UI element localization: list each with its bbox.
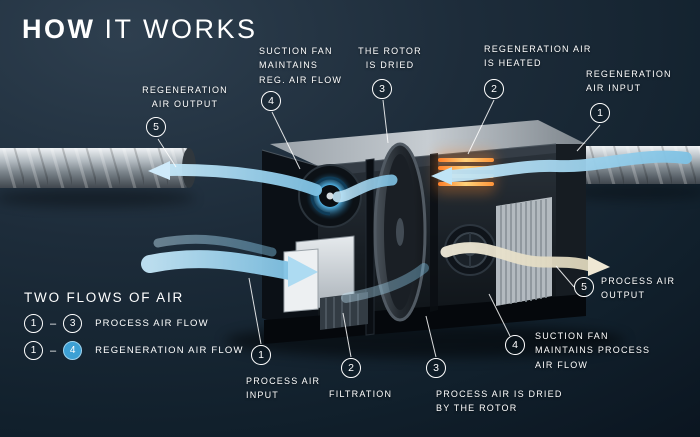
regen-flow-arrows: [148, 150, 692, 203]
callout-num-rotor-dried: 3: [372, 79, 392, 99]
callout-label: REGENERATION AIR IS HEATED: [484, 44, 592, 69]
legend-title: TWO FLOWS OF AIR: [24, 290, 185, 305]
callout-label: PROCESS AIR IS DRIED BY THE ROTOR: [436, 389, 563, 414]
callout-label: PROCESS AIR INPUT: [246, 376, 321, 401]
callout-num-process-input: 1: [251, 345, 271, 365]
cabinet-top: [270, 120, 586, 166]
callout-num-process-dried: 3: [426, 358, 446, 378]
regen-fan-icon: [298, 164, 362, 228]
callout-num-filtration: 2: [341, 358, 361, 378]
legend-num-1: 1: [24, 314, 43, 333]
legend-label-process-flow: PROCESS AIR FLOW: [95, 318, 209, 329]
divider-panel-right: [430, 153, 438, 312]
legend-row-regeneration-flow: 1 – 4 REGENERATION AIR FLOW: [24, 341, 244, 360]
left-duct: [0, 148, 196, 188]
legend-num-4: 4: [63, 341, 83, 360]
callout-label: SUCTION FAN MAINTAINS PROCESS AIR FLOW: [535, 331, 651, 370]
page-title: HOW IT WORKS: [22, 14, 258, 45]
callout-num-regen-output: 5: [146, 117, 166, 137]
legend-num-3: 3: [63, 314, 83, 333]
callout-num-regen-input: 1: [590, 103, 610, 123]
callout-label: PROCESS AIR OUTPUT: [601, 276, 676, 301]
legend-dash: –: [50, 317, 57, 330]
callout-label: REGENERATION AIR OUTPUT: [142, 85, 228, 110]
legend-num-1b: 1: [24, 341, 43, 360]
callout-label: REGENERATION AIR INPUT: [586, 69, 672, 94]
callout-label: THE ROTOR IS DRIED: [358, 46, 422, 71]
callout-label: FILTRATION: [329, 389, 393, 399]
legend-row-process-flow: 1 – 3 PROCESS AIR FLOW: [24, 314, 209, 333]
callout-num-process-output: 5: [574, 277, 594, 297]
callout-num-suction-process: 4: [505, 335, 525, 355]
legend-dash: –: [50, 344, 57, 357]
filter-section: [320, 292, 368, 330]
callout-num-suction-reg: 4: [261, 91, 281, 111]
callout-label: SUCTION FAN MAINTAINS REG. AIR FLOW: [259, 46, 343, 85]
page-title-rest: IT WORKS: [104, 14, 258, 44]
process-flow-arrows: [141, 234, 610, 303]
leader-lines: [157, 99, 601, 358]
page-title-bold: HOW: [22, 14, 96, 44]
legend-label-regeneration-flow: REGENERATION AIR FLOW: [95, 345, 244, 356]
cabinet-base: [264, 294, 586, 344]
callout-num-regen-heated: 2: [484, 79, 504, 99]
